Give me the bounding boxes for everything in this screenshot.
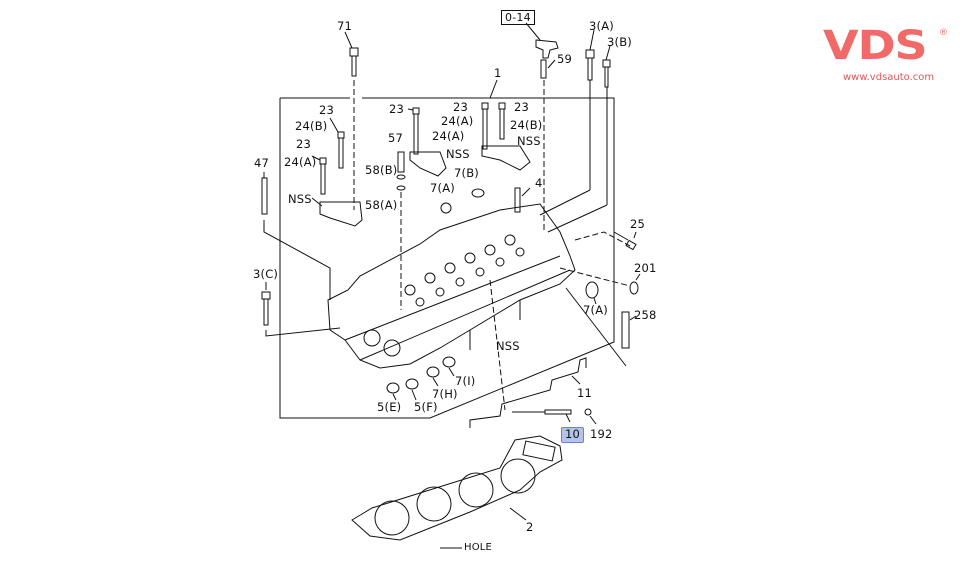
callout-7a[interactable]: 7(A) [430,181,455,195]
callout-71[interactable]: 71 [337,19,353,33]
callout-nss[interactable]: NSS [288,192,312,206]
callout-5f[interactable]: 5(F) [414,400,438,414]
seal-7i [442,356,456,368]
leader-3b [605,45,611,61]
leader-0-14 [525,22,541,41]
callout-24b[interactable]: 24(B) [510,118,543,132]
stud-24b [338,137,344,169]
callout-2[interactable]: 2 [526,520,534,534]
stud-24b [499,108,505,140]
cylinder-bore [500,458,536,494]
logo-wordmark: VDS [823,23,928,69]
bolt-3b-head [602,59,611,68]
callout-24b[interactable]: 24(B) [295,119,328,133]
nut-23 [498,102,506,110]
nut-23 [319,157,327,165]
callout-7h[interactable]: 7(H) [432,387,458,401]
leader-59 [547,59,556,69]
leader-1 [489,79,498,99]
callout-nss[interactable]: NSS [496,339,520,353]
callout-7i[interactable]: 7(I) [455,374,476,388]
nut-23 [412,107,420,115]
cylinder-bore [374,500,410,536]
registered-mark: ® [939,28,948,38]
leader-71 [344,31,353,49]
callout-nss[interactable]: NSS [446,147,470,161]
bolt-3a-head [585,49,595,59]
callout-23[interactable]: 23 [296,137,312,151]
callout-7b[interactable]: 7(B) [454,166,479,180]
vds-logo: VDS ® www.vdsauto.com [823,26,953,86]
callout-24a[interactable]: 24(A) [432,129,465,143]
callout-59[interactable]: 59 [557,52,573,66]
website-url: www.vdsauto.com [843,72,935,83]
cylinder-head [327,203,576,369]
stud-24a [320,163,326,195]
callout-192[interactable]: 192 [590,427,613,441]
callout-58a[interactable]: 58(A) [365,198,398,212]
head-gasket-2 [351,435,563,541]
callout-47[interactable]: 47 [254,156,270,170]
bearing-cap-nss [409,151,447,177]
pin-4 [514,187,521,213]
seal-7b [471,188,485,198]
bracket-part [535,39,559,59]
callout-23[interactable]: 23 [453,100,469,114]
nut-192 [584,408,592,416]
callout-258[interactable]: 258 [634,308,657,322]
callout-23[interactable]: 23 [319,103,335,117]
callout-58b[interactable]: 58(B) [365,163,398,177]
leak-off-pipe-11 [469,357,587,428]
stud-47 [261,177,268,215]
assembly-frame-outline [279,98,615,419]
pin-59 [540,59,547,79]
plug-57 [397,151,405,173]
nut-23 [337,131,345,139]
stud-24a [413,113,419,155]
seal-7h [426,366,440,378]
bolt-3c-head [261,291,271,300]
callout-25[interactable]: 25 [630,217,646,231]
oring-58b [396,174,406,180]
cylinder-bore [458,472,494,508]
bolt-71-shank [351,55,357,77]
seal-5e [386,382,400,394]
plug-201 [629,281,639,295]
plug-7a [585,281,599,299]
callout-24a[interactable]: 24(A) [441,114,474,128]
callout-10-highlighted[interactable]: 10 [561,427,585,443]
leader-3a [589,29,595,51]
bearing-cap-nss [319,201,363,227]
callout-3c[interactable]: 3(C) [253,267,279,281]
callout-nss[interactable]: NSS [517,134,541,148]
nut-23 [481,102,489,110]
callout-57[interactable]: 57 [388,131,404,145]
callout-201[interactable]: 201 [634,261,657,275]
bolt-71-head [349,47,359,57]
reference-0-14[interactable]: 0-14 [501,10,535,25]
stud-258 [621,311,630,349]
callout-1[interactable]: 1 [494,66,502,80]
bearing-cap-nss [481,145,531,171]
seal-5f [405,378,419,390]
callout-3b[interactable]: 3(B) [607,35,632,49]
cylinder-bore [416,486,452,522]
callout-4[interactable]: 4 [535,176,543,190]
glow-plug-10 [544,409,572,415]
callout-5e[interactable]: 5(E) [377,400,402,414]
callout-24a[interactable]: 24(A) [284,155,317,169]
oring-58a [396,185,406,191]
callout-11[interactable]: 11 [577,386,593,400]
plug-25 [625,239,637,251]
seal-7a [440,202,452,214]
callout-23[interactable]: 23 [514,100,530,114]
callout-3a[interactable]: 3(A) [589,19,614,33]
stud-24a [482,108,488,150]
callout-23[interactable]: 23 [389,102,405,116]
callout-7a[interactable]: 7(A) [583,303,608,317]
callout-hole[interactable]: HOLE [464,542,493,553]
assembly-frame [280,97,629,241]
